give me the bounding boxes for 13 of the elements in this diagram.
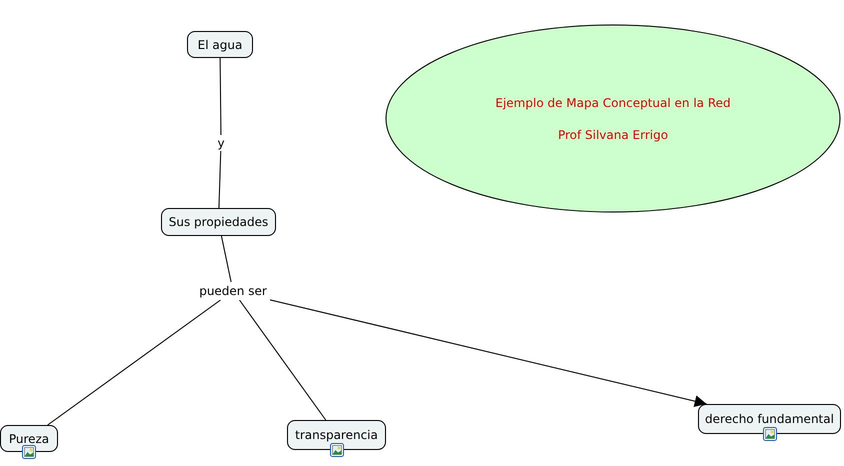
- arrow: [270, 299, 708, 408]
- concept-box: El agua: [187, 31, 253, 58]
- concept-box: Sus propiedades: [161, 208, 276, 236]
- concept-box: Pureza: [0, 425, 58, 452]
- connector-line: [218, 150, 222, 208]
- concept-box: transparencia: [287, 420, 386, 450]
- connector-line: [220, 236, 232, 282]
- ellipse-text: Ejemplo de Mapa Conceptual en la Red: [495, 96, 731, 110]
- ellipse-text: Prof Silvana Errigo: [558, 128, 668, 142]
- connector-line: [47, 300, 222, 426]
- connector-line: [238, 300, 326, 420]
- connector-line: [220, 58, 222, 136]
- concept-box: derecho fundamental: [698, 404, 841, 434]
